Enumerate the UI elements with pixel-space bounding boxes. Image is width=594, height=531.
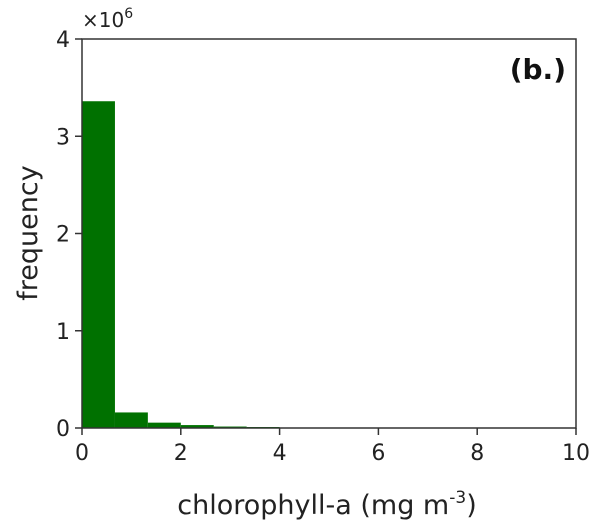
y-tick-label: 0 — [56, 417, 70, 442]
y-tick-label: 1 — [56, 320, 70, 345]
histogram-bar — [82, 101, 115, 429]
y-axis-ticks: 0 1 2 3 4 — [56, 28, 82, 442]
x-tick-label: 6 — [371, 441, 385, 466]
y-tick-label: 4 — [56, 28, 70, 53]
y-axis-label: frequency — [13, 165, 44, 300]
y-tick-label: 2 — [56, 223, 70, 248]
histogram-bars — [82, 101, 280, 429]
x-tick-label: 0 — [75, 441, 89, 466]
x-tick-label: 2 — [174, 441, 188, 466]
x-tick-label: 8 — [470, 441, 484, 466]
histogram-bar — [114, 412, 148, 428]
plot-frame — [81, 38, 577, 429]
panel-label: (b.) — [510, 53, 566, 86]
x-axis-ticks: 0 2 4 6 8 10 — [75, 428, 590, 466]
x-axis-label: chlorophyll-a (mg m-3) — [177, 488, 476, 521]
y-tick-label: 3 — [56, 125, 70, 150]
y-multiplier: ×106 — [82, 6, 133, 32]
x-tick-label: 4 — [273, 441, 287, 466]
x-tick-label: 10 — [562, 441, 590, 466]
histogram-bar — [180, 425, 214, 428]
histogram-bar — [147, 422, 181, 428]
